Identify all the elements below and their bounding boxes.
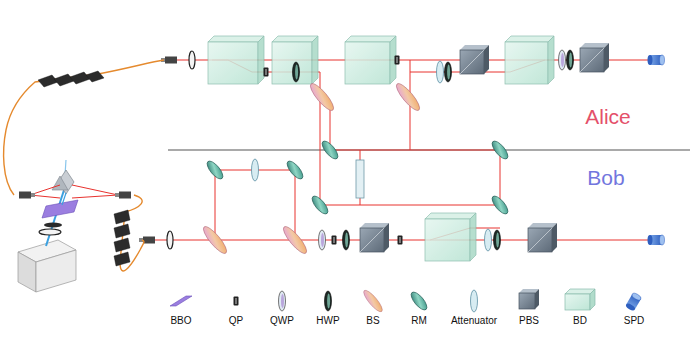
legend-label: QP [229,315,243,326]
legend-label: BD [573,315,587,326]
party-label: Bob [587,166,624,189]
legend-label: BBO [170,315,191,326]
legend-label: RM [411,315,427,326]
legend-label: Attenuator [451,315,497,326]
legend-label: SPD [624,315,645,326]
legend-label: QWP [270,315,294,326]
legend-label: PBS [519,315,539,326]
legend-label: BS [366,315,379,326]
party-label: Alice [585,105,631,128]
legend-label: HWP [316,315,339,326]
